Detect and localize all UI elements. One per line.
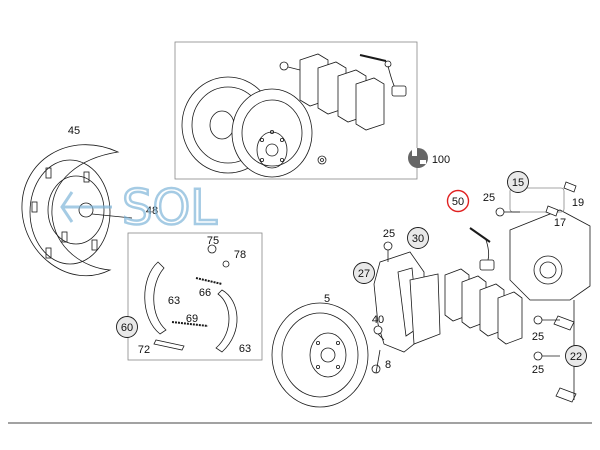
callout-69: 69 <box>186 313 198 325</box>
callout-label: 25 <box>483 192 495 204</box>
callout-63: 63 <box>168 295 180 307</box>
callout-circle <box>407 227 429 249</box>
callout-label: 8 <box>385 359 391 371</box>
callout-50: 50 <box>446 189 470 213</box>
rotor-pad-group <box>174 41 418 180</box>
backing-plate <box>21 144 133 277</box>
callout-5: 5 <box>324 293 330 305</box>
callout-30: 30 <box>407 227 429 249</box>
callout-label: 19 <box>572 197 584 209</box>
callout-label: 25 <box>532 331 544 343</box>
brake-pads-lower <box>444 268 523 345</box>
callout-72: 72 <box>138 344 150 356</box>
callout-78: 78 <box>234 249 246 261</box>
callout-63: 63 <box>239 343 251 355</box>
callout-25: 25 <box>532 331 544 343</box>
caliper-bracket <box>373 251 425 353</box>
callout-15: 15 <box>507 171 529 193</box>
brake-shoe-left <box>144 261 167 335</box>
brake-shoe-right <box>215 289 238 353</box>
callout-circle <box>353 262 375 284</box>
adjuster <box>153 339 185 351</box>
parking-brake-group <box>127 232 263 361</box>
caliper-body <box>509 209 591 301</box>
callout-label: 17 <box>554 217 566 229</box>
callout-label: 30 <box>412 233 424 245</box>
callout-66: 66 <box>199 287 211 299</box>
callout-45: 45 <box>68 125 80 137</box>
callout-100: 100 <box>432 154 450 166</box>
callout-label: 50 <box>452 196 464 208</box>
bolt-top <box>279 61 301 71</box>
callout-circle <box>116 316 138 338</box>
rotor-top-front <box>231 88 313 178</box>
callout-25: 25 <box>532 364 544 376</box>
callout-label: 63 <box>168 295 180 307</box>
callout-label: 72 <box>138 344 150 356</box>
rotor-pad-group-frame <box>174 41 418 180</box>
callout-27: 27 <box>353 262 375 284</box>
callout-19: 19 <box>572 197 584 209</box>
caliper-assembly <box>371 181 591 403</box>
callout-22: 22 <box>565 345 587 367</box>
callout-label: 66 <box>199 287 211 299</box>
nut-top <box>317 155 327 165</box>
pad-wear-sensor <box>359 54 407 97</box>
callout-8: 8 <box>385 359 391 371</box>
callout-label: 22 <box>570 351 582 363</box>
tool-icon <box>408 148 428 168</box>
spring-bottom <box>171 321 209 327</box>
spring-top <box>195 277 223 285</box>
callout-48: 48 <box>146 205 158 217</box>
callout-circle <box>565 345 587 367</box>
callout-label: 45 <box>68 125 80 137</box>
callout-25: 25 <box>383 228 395 240</box>
callout-17: 17 <box>554 217 566 229</box>
callout-label: 25 <box>383 228 395 240</box>
callout-layer: 45 48 100 75 78 66 63 69 63 60 72 5 50 15 25 19 17 25 30 27… <box>68 125 587 376</box>
brake-pads-top <box>299 53 385 131</box>
callout-label: 25 <box>532 364 544 376</box>
rotor-bottom <box>271 302 369 408</box>
callout-circle <box>446 189 470 213</box>
callout-circle <box>507 171 529 193</box>
callout-label: 40 <box>372 314 384 326</box>
callout-label: 60 <box>121 322 133 334</box>
callout-label: 63 <box>239 343 251 355</box>
callout-label: 27 <box>358 268 370 280</box>
parking-brake-frame <box>127 232 263 361</box>
callout-75: 75 <box>207 235 219 247</box>
callout-label: 78 <box>234 249 246 261</box>
callout-label: 75 <box>207 235 219 247</box>
callout-label: 48 <box>146 205 158 217</box>
callout-label: 15 <box>512 177 524 189</box>
callout-label: 69 <box>186 313 198 325</box>
callout-label: 100 <box>432 154 450 166</box>
callout-60: 60 <box>116 316 138 338</box>
callout-label: 5 <box>324 293 330 305</box>
callout-40: 40 <box>372 314 384 326</box>
callout-25: 25 <box>483 192 495 204</box>
